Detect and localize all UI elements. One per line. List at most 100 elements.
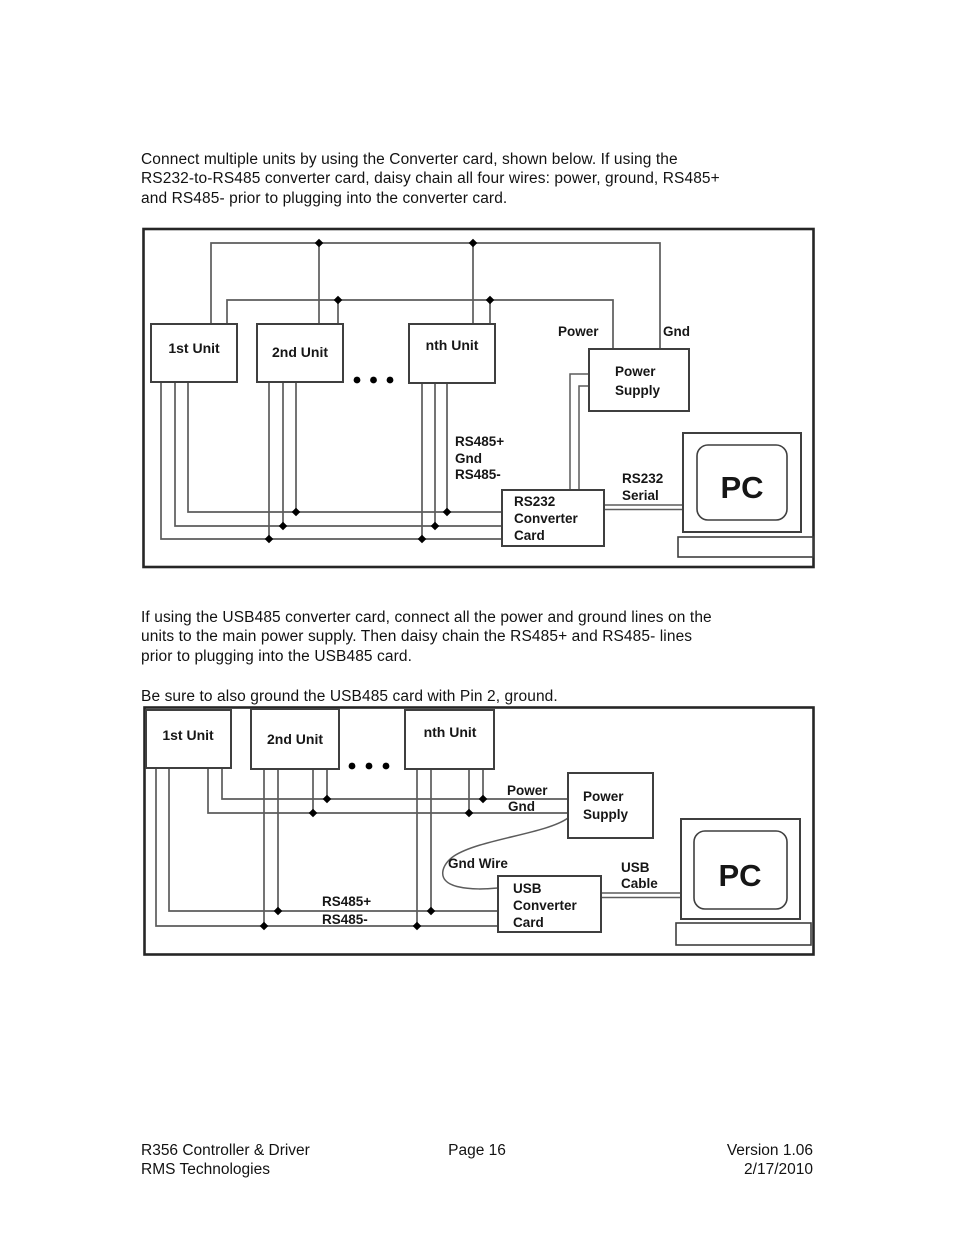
usb485-paragraph: If using the USB485 converter card, conn…	[141, 608, 712, 666]
gnd-line-label: Gnd	[508, 799, 535, 814]
gnd-wire-curve	[442, 817, 569, 890]
unit-n-box: nth Unit	[408, 323, 496, 384]
power-supply-label: Power	[615, 364, 656, 379]
body-text-line: and RS485- prior to plugging into the co…	[141, 189, 508, 207]
body-text-line: Connect multiple units by using the Conv…	[141, 151, 678, 168]
converter-card-label: Card	[514, 528, 545, 543]
pc-label: PC	[718, 858, 761, 893]
gnd-wire-label: Gnd Wire	[448, 856, 508, 871]
body-text-line: RS232-to-RS485 converter card, daisy cha…	[141, 170, 720, 188]
unit-2-box: 2nd Unit	[250, 708, 340, 770]
body-text-line: units to the main power supply. Then dai…	[141, 628, 693, 646]
rs232-wiring-diagram: 1st Unit 2nd Unit nth Unit Power Supply …	[142, 227, 815, 569]
box	[588, 348, 690, 412]
more-units-ellipsis	[353, 376, 394, 384]
power-line-label: Power	[558, 324, 599, 339]
wire	[155, 768, 498, 927]
pc-screen	[693, 830, 788, 910]
unit-n-label: nth Unit	[426, 337, 479, 353]
unit-n-label: nth Unit	[424, 724, 477, 740]
body-text-line: prior to plugging into the USB485 card.	[141, 647, 413, 665]
wire	[221, 768, 568, 800]
power-supply-label: Supply	[583, 807, 628, 822]
converter-card-label: Converter	[514, 511, 579, 526]
rs232-serial-label: Serial	[622, 488, 659, 503]
wire	[187, 382, 502, 513]
converter-card-label: RS232	[514, 494, 555, 509]
bus-rs485plus-label: RS485+	[322, 894, 371, 909]
box	[408, 323, 496, 384]
pc-label: PC	[720, 470, 763, 505]
supply-to-card-wires	[569, 373, 589, 490]
box	[145, 709, 232, 769]
footer-right: Version 1.06 2/17/2010	[613, 1141, 813, 1180]
unit-2-label: 2nd Unit	[272, 344, 328, 360]
bus-rs485minus-label: RS485-	[455, 467, 501, 482]
more-units-ellipsis	[348, 762, 390, 770]
gnd-line-label: Gnd	[663, 324, 690, 339]
unit-1-label: 1st Unit	[162, 727, 214, 743]
converter-card-label: USB	[513, 881, 542, 896]
wire	[578, 385, 589, 490]
pc-base	[675, 922, 812, 946]
pc-computer: PC	[675, 818, 812, 946]
rs232-serial-cable	[604, 504, 683, 511]
power-supply-label: Supply	[615, 383, 660, 398]
bus-rs485plus-label: RS485+	[455, 434, 504, 449]
unit-n-box: nth Unit	[404, 709, 495, 770]
usb-cable	[601, 892, 681, 899]
power-supply-box: Power Supply	[567, 772, 654, 839]
intro-paragraph: Connect multiple units by using the Conv…	[141, 150, 720, 208]
power-supply-label: Power	[583, 789, 624, 804]
wire	[168, 768, 498, 912]
wire	[207, 768, 568, 814]
diagram-border	[142, 227, 815, 569]
footer-version: Version 1.06	[726, 1142, 813, 1159]
ground-note-paragraph: Be sure to also ground the USB485 card w…	[141, 687, 558, 706]
pc-base	[677, 536, 814, 558]
box	[250, 708, 340, 770]
box	[501, 489, 605, 547]
usb-wiring-diagram: 1st Unit 2nd Unit nth Unit Power Supply …	[143, 706, 815, 956]
box	[497, 875, 602, 933]
bus-rs485minus-label: RS485-	[322, 912, 368, 927]
rs232-converter-card-box: RS232 Converter Card	[501, 489, 605, 547]
converter-card-label: Converter	[513, 898, 578, 913]
box	[404, 709, 495, 770]
footer-center: Page 16	[0, 1141, 954, 1160]
footer-left: R356 Controller & Driver RMS Technologie…	[141, 1141, 310, 1180]
rs232-serial-label: RS232	[622, 471, 663, 486]
body-text-line: If using the USB485 converter card, conn…	[141, 609, 712, 626]
unit-2-box: 2nd Unit	[256, 323, 344, 383]
rs485-bus-wires	[155, 768, 498, 927]
pc-computer: PC	[677, 432, 814, 558]
box	[150, 323, 238, 383]
power-gnd-bus-wires	[207, 768, 568, 814]
box	[256, 323, 344, 383]
usb-cable-label: USB	[621, 860, 650, 875]
wire	[226, 299, 614, 349]
diagram-border	[143, 706, 815, 956]
footer-product-name: R356 Controller & Driver	[141, 1142, 310, 1159]
usb-converter-card-box: USB Converter Card	[497, 875, 602, 933]
pc-screen	[696, 444, 788, 521]
footer-date: 2/17/2010	[744, 1161, 813, 1179]
wire	[210, 242, 661, 349]
power-supply-box: Power Supply	[588, 348, 690, 412]
unit-1-label: 1st Unit	[168, 340, 220, 356]
footer-page-number: Page 16	[448, 1142, 506, 1159]
wire	[569, 373, 589, 490]
unit-1-box: 1st Unit	[150, 323, 238, 383]
rs485-bus-wires	[160, 382, 502, 540]
box	[567, 772, 654, 839]
usb-cable-label: Cable	[621, 876, 658, 891]
wire	[160, 382, 502, 540]
bus-gnd-label: Gnd	[455, 451, 482, 466]
unit-1-box: 1st Unit	[145, 709, 232, 769]
unit-2-label: 2nd Unit	[267, 731, 323, 747]
footer-company-name: RMS Technologies	[141, 1161, 270, 1179]
wire	[174, 382, 502, 527]
converter-card-label: Card	[513, 915, 544, 930]
body-text-line: Be sure to also ground the USB485 card w…	[141, 688, 558, 705]
